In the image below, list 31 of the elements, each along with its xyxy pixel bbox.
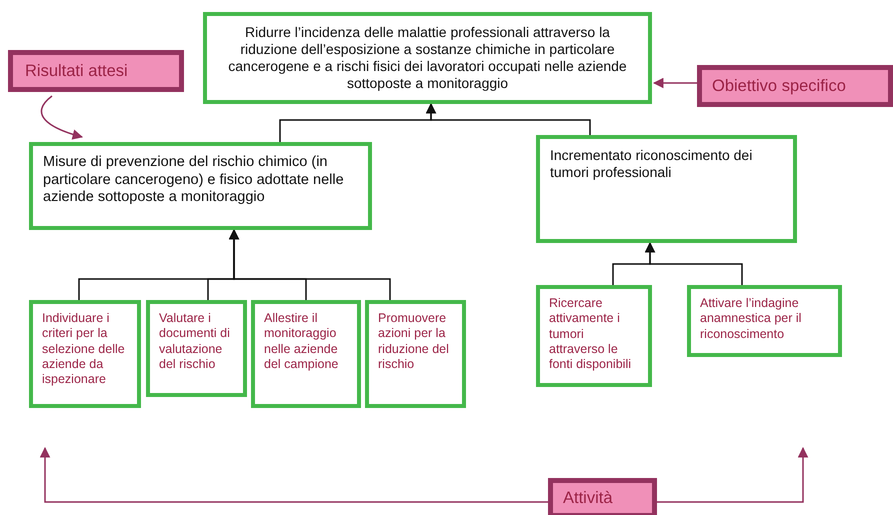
tag-box xyxy=(548,478,657,515)
node-text: Promuovere azioni per la riduzione del rischio xyxy=(378,311,450,372)
node-text: Ricercare attivamente i tumori attraverso le fonti disponibili xyxy=(549,296,632,372)
arrow xyxy=(426,102,591,135)
goal-box xyxy=(203,12,652,104)
arrow xyxy=(40,95,83,140)
node-text: Allestire il monitoraggio nelle aziende del campione xyxy=(264,311,340,372)
goal-box xyxy=(251,300,361,408)
node-text: Risultati attesi xyxy=(25,61,129,82)
goal-box xyxy=(29,142,372,230)
arrow xyxy=(657,446,808,503)
node-text: Obiettivo specifico xyxy=(712,76,847,96)
arrow xyxy=(644,242,743,285)
goal-box xyxy=(146,300,247,397)
goal-box xyxy=(365,300,466,408)
arrow xyxy=(40,446,548,503)
node-text: Individuare i criteri per la selezione delle aziende da ispezionare xyxy=(42,311,126,388)
goal-box xyxy=(29,300,141,408)
arrow xyxy=(228,228,391,300)
arrow xyxy=(652,78,697,88)
tag-box xyxy=(697,65,893,107)
goal-box xyxy=(536,285,652,387)
tag-box xyxy=(8,50,184,92)
node-text: Attivare l’indagine anamnestica per il riconoscimento xyxy=(700,296,802,342)
node-text: Valutare i documenti di valutazione del rischio xyxy=(159,311,231,372)
node-text: Misure di prevenzione del rischio chimico (in particolare cancerogeno) e fisico adottate nelle aziende sottoposte a monitoraggio xyxy=(43,154,345,208)
goal-box xyxy=(687,285,842,357)
node-text: Incrementato riconoscimento dei tumori professionali xyxy=(550,147,754,182)
node-text: Attività xyxy=(563,488,614,508)
goal-box xyxy=(536,135,797,243)
node-text: Ridurre l’incidenza delle malattie professionali attraverso la riduzione dell’esposizione a sostanze chimiche in particolare cancerogene e a rischi fisici dei lavoratori occupati nelle aziende sottoposte a monitoraggio xyxy=(227,24,628,92)
